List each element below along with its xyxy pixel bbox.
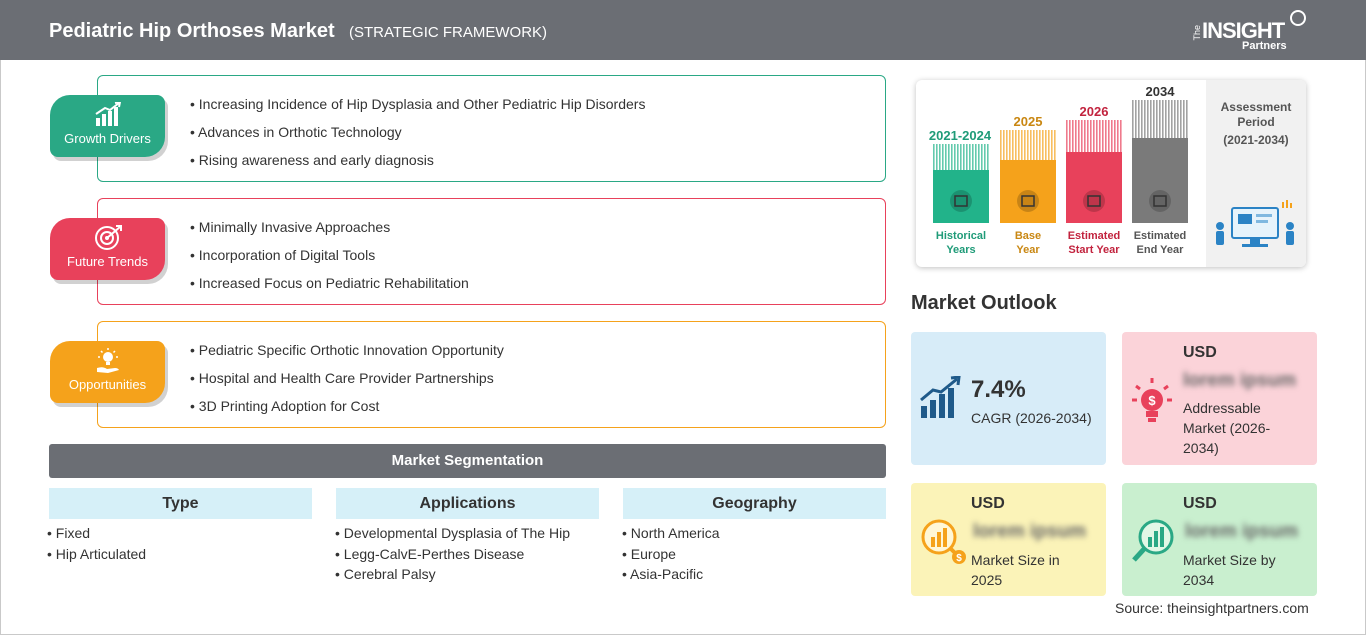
monitor-chart-icon <box>1149 190 1171 212</box>
insight-partners-logo[interactable]: The INSIGHT Partners <box>1188 10 1313 54</box>
header: Pediatric Hip Orthoses Market (STRATEGIC… <box>0 0 1366 60</box>
timeline-pillar <box>933 144 989 223</box>
lightbulb-hand-icon <box>96 348 119 373</box>
size-2034-label: Market Size by 2034 <box>1183 552 1276 588</box>
opportunities-label: Opportunities <box>68 377 147 392</box>
market-segmentation-bar: Market Segmentation <box>49 444 886 478</box>
segment-head-geography: Geography <box>623 488 886 519</box>
growth-drivers-badge: Growth Drivers <box>50 95 165 157</box>
assessment-title: Assessment Period <box>1220 100 1292 129</box>
list-item: • Europe <box>622 545 676 562</box>
cagr-card: 7.4% CAGR (2026-2034) <box>911 332 1106 465</box>
future-trends-label: Future Trends <box>67 254 148 269</box>
opportunities-list: • Pediatric Specific Orthotic Innovation… <box>190 342 504 426</box>
size-2034-value: lorem ipsum <box>1185 521 1298 542</box>
timeline-pillar <box>1000 130 1056 223</box>
list-item: • Rising awareness and early diagnosis <box>190 152 434 168</box>
list-item: • Cerebral Palsy <box>335 566 436 582</box>
size-2025-usd: USD <box>971 495 1005 512</box>
list-item: • Fixed <box>47 525 91 541</box>
assessment-range: (2021-2034) <box>1223 133 1289 147</box>
calendar-icon <box>1017 190 1039 212</box>
idea-dollar-icon: $ <box>1132 378 1172 422</box>
growth-drivers-box: • Increasing Incidence of Hip Dysplasia … <box>97 75 886 182</box>
size-2034-usd: USD <box>1183 495 1217 512</box>
target-icon <box>94 225 122 250</box>
list-item: • Hospital and Health Care Provider Part… <box>190 370 494 386</box>
list-item: • Minimally Invasive Approaches <box>190 219 391 235</box>
size-2025-value: lorem ipsum <box>973 521 1086 542</box>
timeline-pillar <box>1132 100 1188 223</box>
opportunities-badge: Opportunities <box>50 341 165 403</box>
logo-main: INSIGHT <box>1202 18 1285 43</box>
future-trends-badge: Future Trends <box>50 218 165 280</box>
list-item: • Increasing Incidence of Hip Dysplasia … <box>190 96 646 112</box>
market-outlook-title: Market Outlook <box>911 292 1057 314</box>
list-item: • Incorporation of Digital Tools <box>190 247 376 263</box>
timeline-pillar <box>1066 120 1122 223</box>
list-item: • 3D Printing Adoption for Cost <box>190 398 380 414</box>
list-item: • Asia-Pacific <box>622 566 704 582</box>
page-subtitle: (STRATEGIC FRAMEWORK) <box>349 24 548 41</box>
timeline-chart <box>933 100 1188 223</box>
list-item: • Increased Focus on Pediatric Rehabilit… <box>190 275 469 291</box>
timeline-year-end: 2034 <box>1145 84 1175 99</box>
size-2025-label: Market Size in 2025 <box>971 552 1060 588</box>
segment-list-type: • Fixed • Hip Articulated <box>47 525 146 566</box>
presentation-icon <box>1083 190 1105 212</box>
assessment-period-panel: Assessment Period (2021-2034) <box>1206 80 1306 267</box>
addressable-value: lorem ipsum <box>1183 370 1296 391</box>
list-item: • Legg-CalvE-Perthes Disease <box>335 545 525 562</box>
svg-text:$: $ <box>1148 393 1156 408</box>
future-trends-list: • Minimally Invasive Approaches • Incorp… <box>190 219 469 303</box>
growth-chart-icon <box>94 102 121 126</box>
page-title: Pediatric Hip Orthoses Market <box>49 20 335 42</box>
timeline-year-start: 2026 <box>1079 104 1109 119</box>
source-note: Source: theinsightpartners.com <box>1115 600 1309 616</box>
logo-the: The <box>1192 25 1202 41</box>
timeline-year-base: 2025 <box>1013 114 1043 129</box>
logo-ring-icon <box>1290 10 1306 26</box>
opportunities-box: • Pediatric Specific Orthotic Innovation… <box>97 321 886 428</box>
list-item: • Advances in Orthotic Technology <box>190 124 402 140</box>
timeline-year-historical: 2021-2024 <box>928 128 992 143</box>
growth-drivers-list: • Increasing Incidence of Hip Dysplasia … <box>190 96 645 180</box>
addressable-label: Addressable Market (2026-2034) <box>1183 400 1271 456</box>
segment-head-applications: Applications <box>336 488 599 519</box>
list-item: • Hip Articulated <box>47 545 147 562</box>
history-icon <box>950 190 972 212</box>
growth-drivers-label: Growth Drivers <box>64 131 151 146</box>
future-trends-box: • Minimally Invasive Approaches • Incorp… <box>97 198 886 305</box>
segment-list-applications: • Developmental Dysplasia of The Hip • L… <box>335 525 570 587</box>
chart-dollar-icon: $ <box>921 519 966 564</box>
logo-sub: Partners <box>1242 40 1287 52</box>
cagr-label: CAGR (2026-2034) <box>971 410 1092 426</box>
market-size-2034-card: USD lorem ipsum Market Size by 2034 <box>1122 483 1317 596</box>
list-item: • Developmental Dysplasia of The Hip <box>335 525 570 541</box>
market-size-2025-card: $ USD lorem ipsum Market Size in 2025 <box>911 483 1106 596</box>
growth-chart-icon <box>920 376 961 418</box>
analyst-team-icon <box>1216 200 1294 247</box>
segment-list-geography: • North America • Europe • Asia-Pacific <box>622 525 720 587</box>
list-item: • Pediatric Specific Orthotic Innovation… <box>190 342 504 358</box>
cagr-value: 7.4% <box>971 376 1026 403</box>
svg-text:$: $ <box>956 553 962 564</box>
list-item: • North America <box>622 525 720 541</box>
segment-head-type: Type <box>49 488 312 519</box>
addressable-market-card: $ USD lorem ipsum Addressable Market (20… <box>1122 332 1317 465</box>
chart-search-icon <box>1132 519 1174 562</box>
addressable-usd: USD <box>1183 344 1217 361</box>
